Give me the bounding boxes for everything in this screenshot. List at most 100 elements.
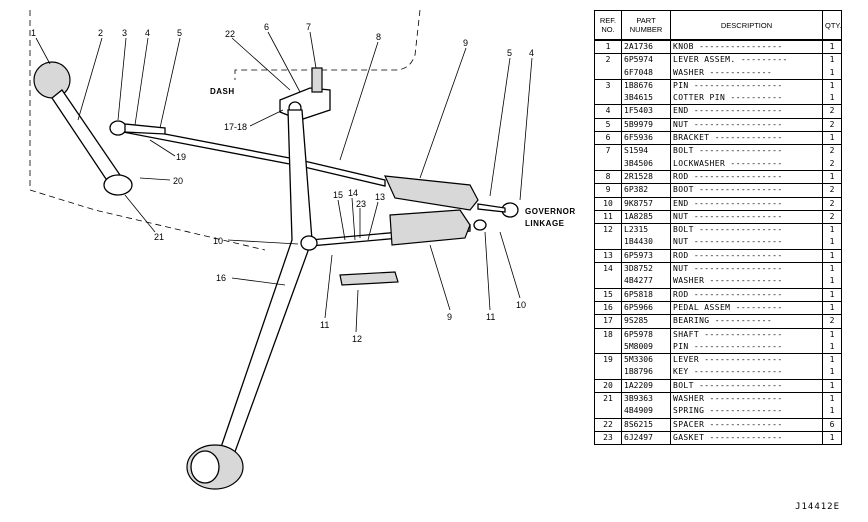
ref-cell: 17 — [594, 314, 622, 329]
qty-cell: 2 — [822, 314, 842, 329]
qty-cell: 1 — [822, 53, 842, 67]
part-number-cell: 3D8752 — [621, 262, 671, 276]
rod-19-part — [124, 123, 166, 135]
rod-end-left — [109, 120, 127, 136]
qty-header: QTY. — [822, 10, 842, 41]
qty-cell: 1 — [822, 66, 842, 80]
description-cell: WASHER -------------- — [670, 392, 823, 406]
callout-6: 6 — [264, 22, 269, 32]
qty-cell: 2 — [822, 157, 842, 171]
part-number-cell: 6P5974 — [621, 53, 671, 67]
dash-label: DASH — [210, 87, 235, 96]
description-cell: PIN ----------------- — [670, 78, 823, 93]
description-cell: COTTER PIN ---------- — [670, 92, 823, 105]
callout-19: 19 — [176, 152, 186, 162]
ref-cell: 12 — [594, 223, 622, 237]
description-cell: END ----------------- — [670, 196, 823, 211]
rod-end-lower-right — [473, 219, 487, 231]
ref-cell — [594, 275, 622, 289]
qty-cell: 1 — [822, 78, 842, 93]
callout-8: 8 — [376, 32, 381, 42]
qty-cell: 2 — [822, 183, 842, 198]
part-number-cell: 6P5818 — [621, 287, 671, 302]
part-number-cell: 4B4277 — [621, 275, 671, 289]
part-number-cell: 9K8757 — [621, 196, 671, 211]
part-number-cell: L2315 — [621, 223, 671, 237]
ref-cell: 20 — [594, 378, 622, 393]
qty-cell: 1 — [822, 248, 842, 263]
callout-11-right: 11 — [486, 312, 495, 322]
ref-cell — [594, 405, 622, 419]
part-number-cell: 6P5966 — [621, 300, 671, 315]
ref-cell: 9 — [594, 183, 622, 198]
part-number-cell: 2R1528 — [621, 169, 671, 184]
ref-cell: 16 — [594, 300, 622, 315]
qty-cell: 6 — [822, 417, 842, 432]
description-cell: BOLT ---------------- — [670, 223, 823, 237]
ref-cell — [594, 66, 622, 80]
governor-label: GOVERNOR — [525, 207, 576, 216]
qty-cell: 1 — [822, 236, 842, 250]
callout-3: 3 — [122, 28, 127, 38]
ref-cell: 15 — [594, 287, 622, 302]
bolt-part — [311, 67, 323, 93]
boot-upper — [384, 175, 479, 211]
part-number-cell: 6F5936 — [621, 131, 671, 145]
qty-cell: 1 — [822, 353, 842, 367]
qty-cell: 2 — [822, 117, 842, 132]
qty-cell: 1 — [822, 430, 842, 446]
ref-no-header: REF.NO. — [594, 10, 622, 41]
ref-cell: 23 — [594, 430, 622, 446]
description-cell: WASHER ------------ — [670, 66, 823, 80]
part-number-cell: 6J2497 — [621, 430, 671, 446]
part-number-cell: 6F7048 — [621, 66, 671, 80]
description-cell: PEDAL ASSEM --------- — [670, 300, 823, 315]
boot-lower — [389, 209, 471, 246]
pedal-part — [217, 109, 313, 461]
description-cell: KEY ----------------- — [670, 366, 823, 380]
pedal-pad-face — [190, 450, 220, 484]
linkage-diagram: 1 2 3 4 5 22 6 7 8 9 5 4 17-18 19 20 21 … — [29, 9, 576, 490]
ref-cell: 11 — [594, 209, 622, 224]
callout-16: 16 — [216, 273, 226, 283]
description-cell: BOOT ---------------- — [670, 183, 823, 198]
part-number-cell: 6P5978 — [621, 327, 671, 341]
callout-22: 22 — [225, 29, 235, 39]
rod-end-lower — [300, 235, 318, 251]
description-cell: SPRING -------------- — [670, 405, 823, 419]
description-cell: ROD ----------------- — [670, 248, 823, 263]
callout-2: 2 — [98, 28, 103, 38]
description-cell: ROD ----------------- — [670, 287, 823, 302]
ref-cell: 6 — [594, 131, 622, 145]
part-number-cell: 1A8285 — [621, 209, 671, 224]
description-cell: KNOB ---------------- — [670, 39, 823, 54]
lever-part — [51, 89, 121, 187]
callout-23: 23 — [356, 199, 366, 209]
bolt-12-part — [339, 271, 399, 286]
part-number-cell: 1B8796 — [621, 366, 671, 380]
ref-cell: 3 — [594, 78, 622, 93]
ref-cell — [594, 92, 622, 105]
ref-cell: 22 — [594, 417, 622, 432]
part-number-cell: 5B9979 — [621, 117, 671, 132]
callout-5: 5 — [177, 28, 182, 38]
callout-9-top: 9 — [463, 38, 468, 48]
callout-leaders — [35, 31, 533, 333]
ref-cell — [594, 340, 622, 354]
ref-cell: 1 — [594, 39, 622, 54]
